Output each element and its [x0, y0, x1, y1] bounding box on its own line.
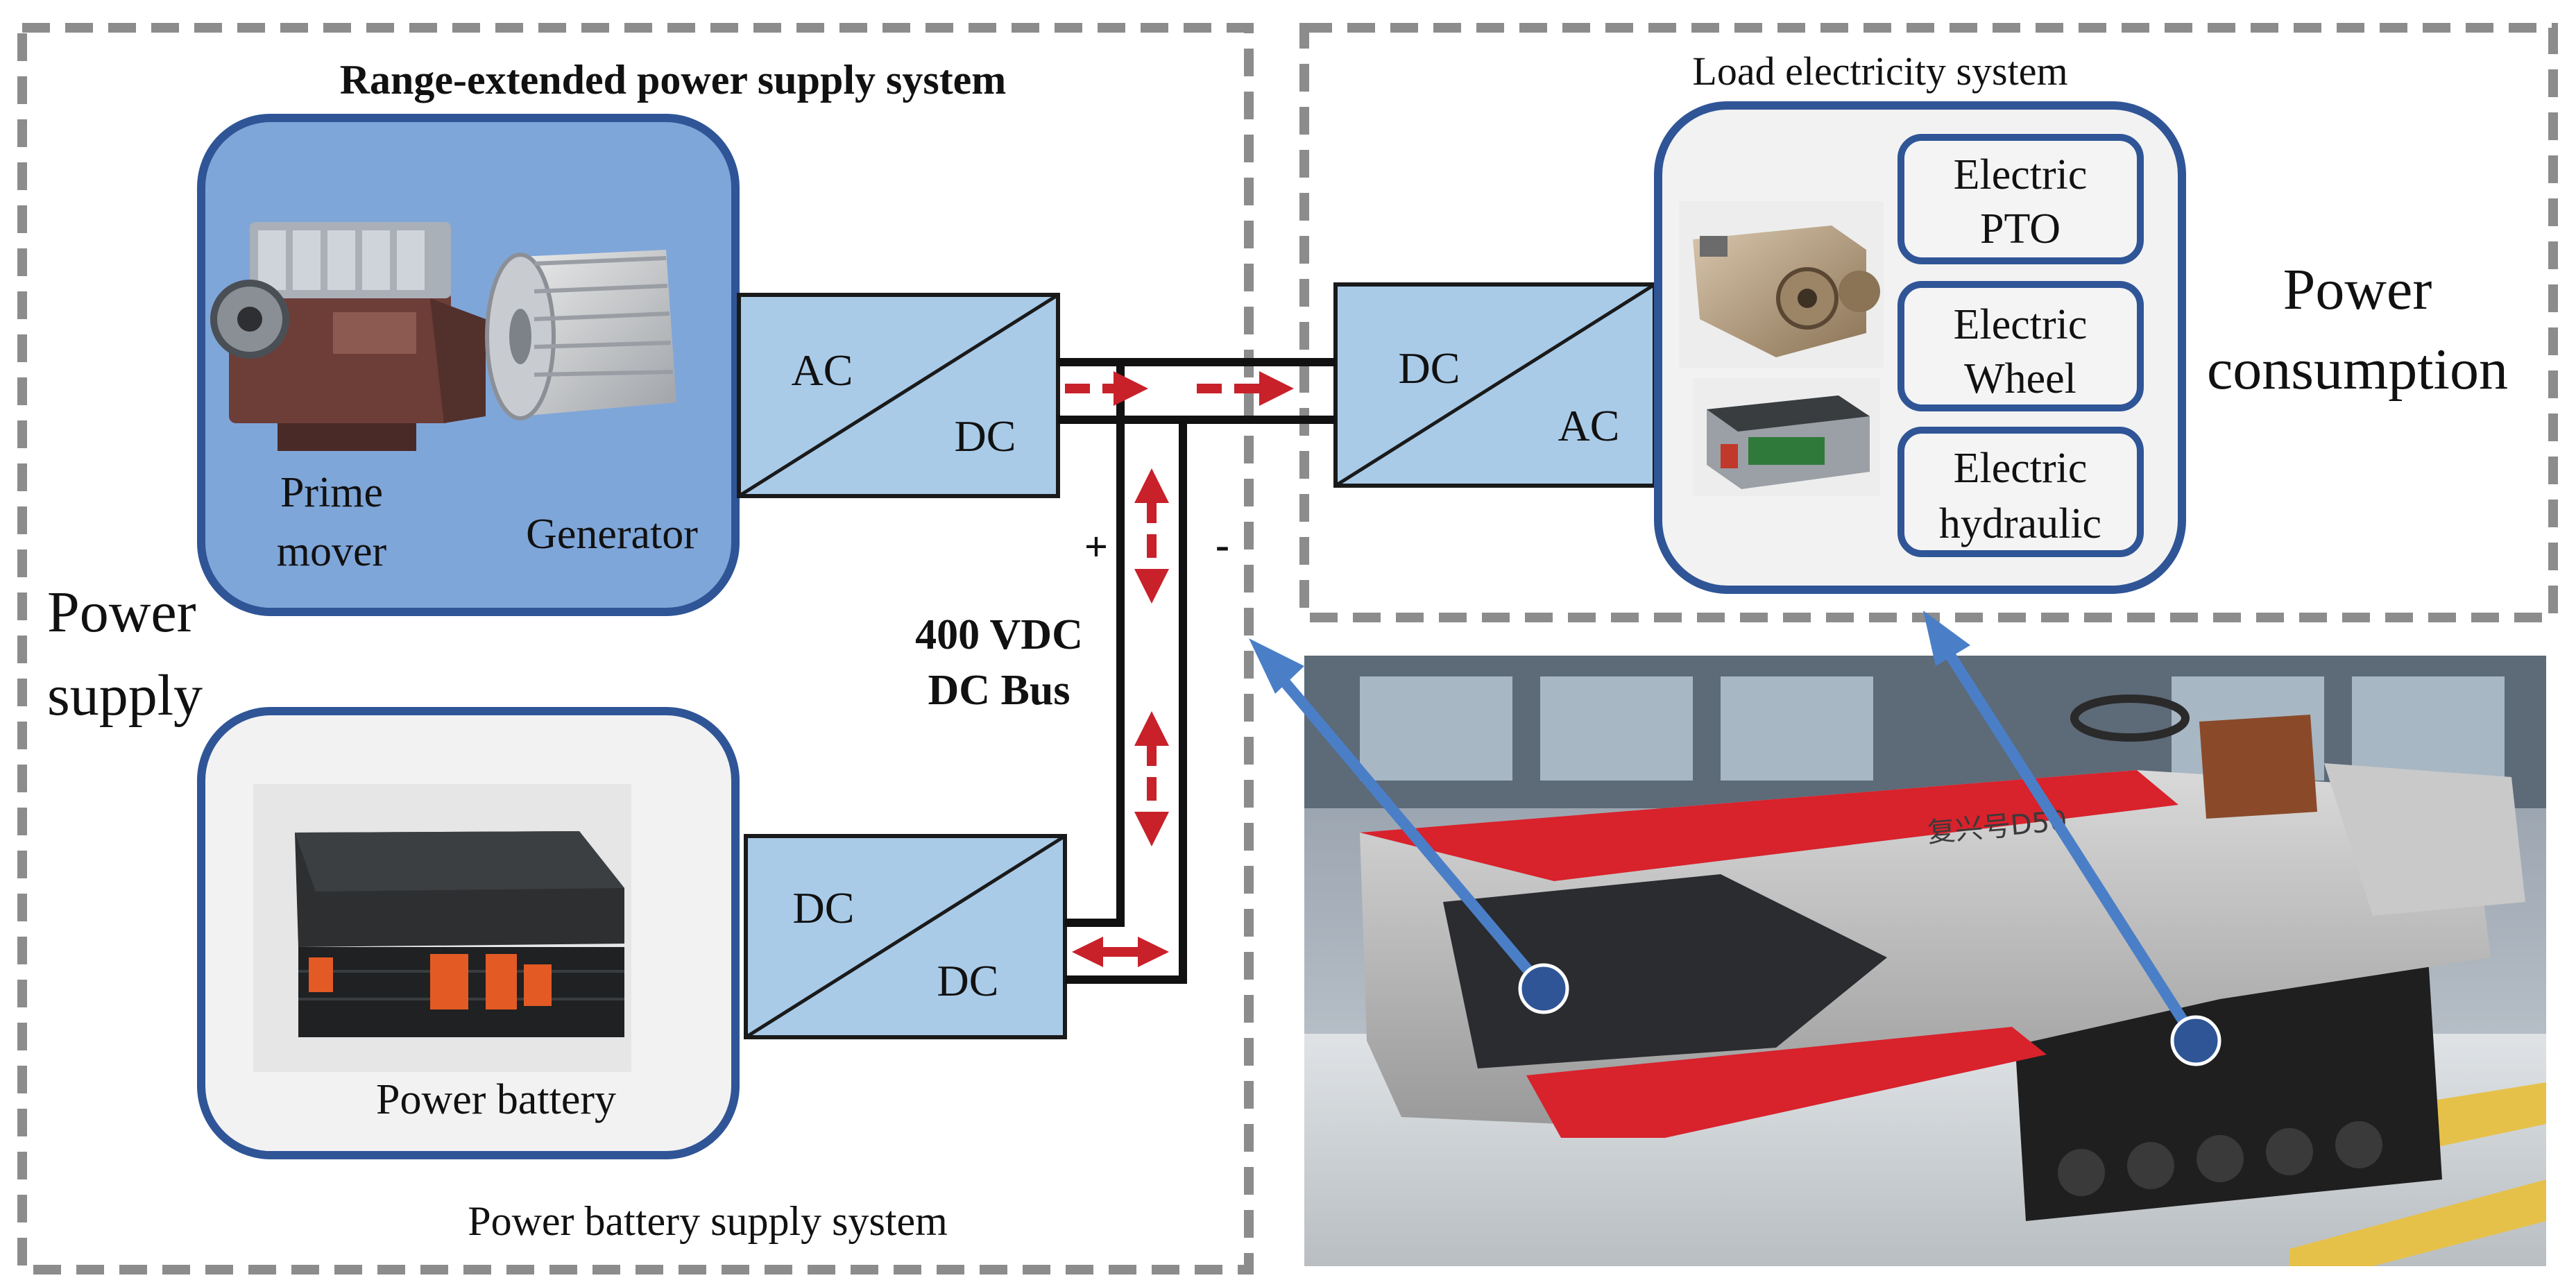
dc-dc-output-label: DC: [937, 956, 999, 1005]
load-electric-pto-line2: PTO: [1980, 205, 2061, 253]
load-electric-pto-line1: Electric: [1954, 151, 2088, 198]
load-box-electric-hydraulic: [1897, 427, 2144, 557]
dc-bus-label-line1: 400 VDC: [915, 611, 1083, 658]
load-electric-wheel-line1: Electric: [1954, 301, 2088, 348]
electric-pto-gearbox-icon: [1679, 201, 1884, 368]
ac-dc-output-label: DC: [955, 411, 1016, 461]
ac-dc-input-label: AC: [792, 346, 853, 395]
tractor-front-marker: [1518, 963, 1569, 1014]
load-electric-hydraulic-line2: hydraulic: [1939, 500, 2101, 547]
range-extended-title: Range-extended power supply system: [340, 57, 1007, 103]
generator-icon: [485, 250, 676, 420]
dc-ac-output-label: AC: [1558, 401, 1620, 450]
tractor-drive-marker: [2170, 1015, 2221, 1066]
prime-mover-label-line2: mover: [277, 528, 387, 575]
dc-bus-label-line2: DC Bus: [928, 667, 1070, 714]
bus-minus-label: -: [1216, 522, 1229, 568]
power-consumption-label-line2: consumption: [2207, 337, 2508, 402]
dc-bus-wires: [1058, 358, 1336, 984]
ac-dc-converter: [737, 293, 1060, 498]
prime-mover-engine-icon: [210, 222, 486, 451]
dc-dc-input-label: DC: [793, 883, 855, 932]
pointer-arrows: [1249, 611, 2221, 1066]
load-system-title: Load electricity system: [1692, 49, 2067, 94]
load-box-electric-wheel: [1897, 281, 2144, 411]
prime-mover-label-line1: Prime: [280, 469, 383, 516]
power-supply-label-line2: supply: [47, 663, 203, 728]
battery-system-title: Power battery supply system: [468, 1198, 948, 1244]
dc-dc-converter: [744, 834, 1067, 1039]
motor-controller-icon: [1693, 378, 1880, 496]
power-flow-arrows: [1065, 371, 1294, 967]
power-battery-label: Power battery: [376, 1076, 616, 1123]
tractor-photo: [1304, 656, 2546, 1266]
power-supply-label-line1: Power: [47, 580, 196, 645]
power-consumption-label-line1: Power: [2283, 257, 2432, 322]
dc-ac-converter: [1333, 282, 1657, 488]
bus-plus-label: +: [1084, 524, 1108, 570]
load-box-electric-pto: [1897, 134, 2144, 264]
load-electric-wheel-line2: Wheel: [1964, 355, 2076, 402]
power-supply-frame: [17, 23, 1254, 1275]
power-battery-icon: [253, 784, 631, 1072]
dc-ac-input-label: DC: [1399, 343, 1460, 393]
load-electric-hydraulic-line1: Electric: [1954, 445, 2088, 492]
generator-label: Generator: [526, 511, 698, 558]
